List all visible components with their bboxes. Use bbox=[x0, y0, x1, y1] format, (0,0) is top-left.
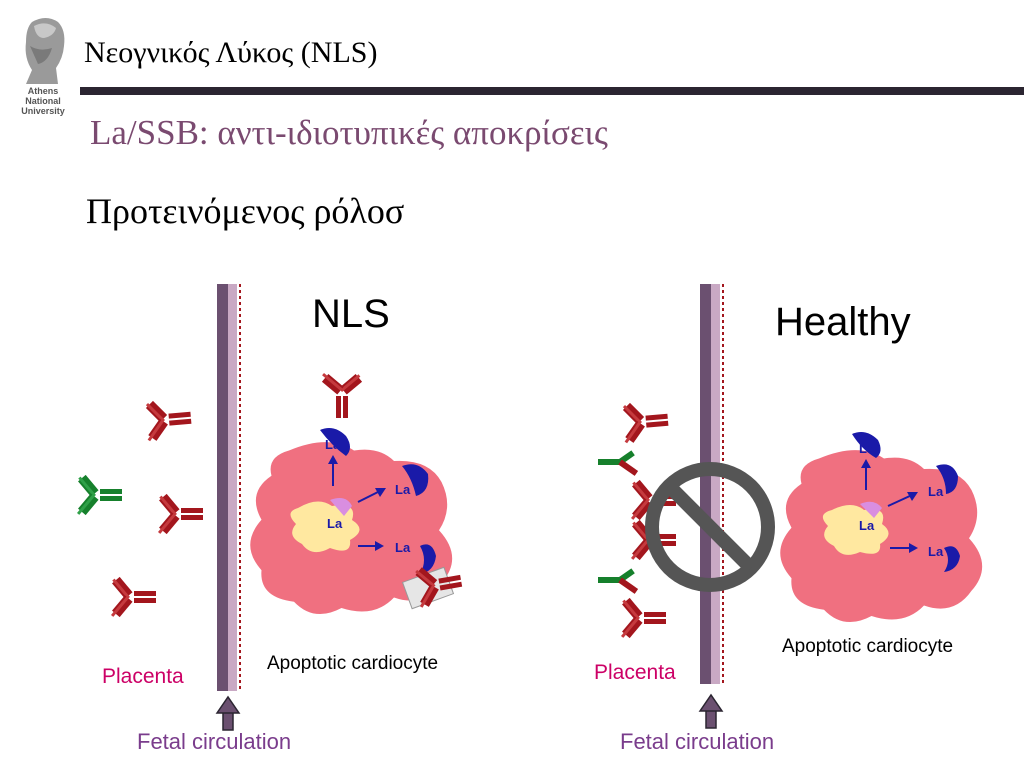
right-antigen-label: La bbox=[859, 518, 875, 533]
right-antibody-complexes bbox=[598, 399, 676, 639]
right-placenta-barrier bbox=[700, 284, 724, 684]
left-antigen-label: La bbox=[325, 437, 341, 452]
placenta-diagram: La La La La NLS Apoptotic cardiocyte Pla… bbox=[76, 284, 983, 754]
header-title: Νεογνικός Λύκος (NLS) bbox=[84, 36, 378, 69]
left-antigen-label: La bbox=[327, 516, 343, 531]
athena-logo bbox=[25, 18, 65, 84]
section-heading: Προτεινόμενος ρόλοσ bbox=[86, 191, 405, 231]
left-cell-label: Apoptotic cardiocyte bbox=[267, 653, 438, 674]
right-cell-label: Apoptotic cardiocyte bbox=[782, 636, 953, 657]
right-panel-title: Healthy bbox=[775, 300, 911, 344]
right-cardiocyte bbox=[780, 432, 983, 623]
left-placenta-barrier bbox=[217, 284, 241, 691]
logo-caption: Athens National University bbox=[21, 86, 65, 116]
up-arrow-icon bbox=[215, 695, 241, 731]
right-antigen-label: La bbox=[859, 441, 875, 456]
slide-subtitle: La/SSB: αντι-ιδιοτυπικές αποκρίσεις bbox=[90, 113, 608, 152]
left-placenta-label: Placenta bbox=[102, 665, 184, 688]
right-placenta-label: Placenta bbox=[594, 661, 676, 684]
right-antigen-label: La bbox=[928, 544, 944, 559]
left-antigen-label: La bbox=[395, 482, 411, 497]
up-arrow-icon bbox=[698, 693, 724, 729]
left-cardiocyte bbox=[250, 428, 465, 615]
header-rule bbox=[80, 87, 1024, 95]
left-antigen-label: La bbox=[395, 540, 411, 555]
no-entry-icon bbox=[645, 462, 775, 592]
right-circulation-label: Fetal circulation bbox=[620, 729, 774, 754]
left-circulation-label: Fetal circulation bbox=[137, 729, 291, 754]
right-antigen-label: La bbox=[928, 484, 944, 499]
left-panel-title: NLS bbox=[312, 292, 390, 336]
